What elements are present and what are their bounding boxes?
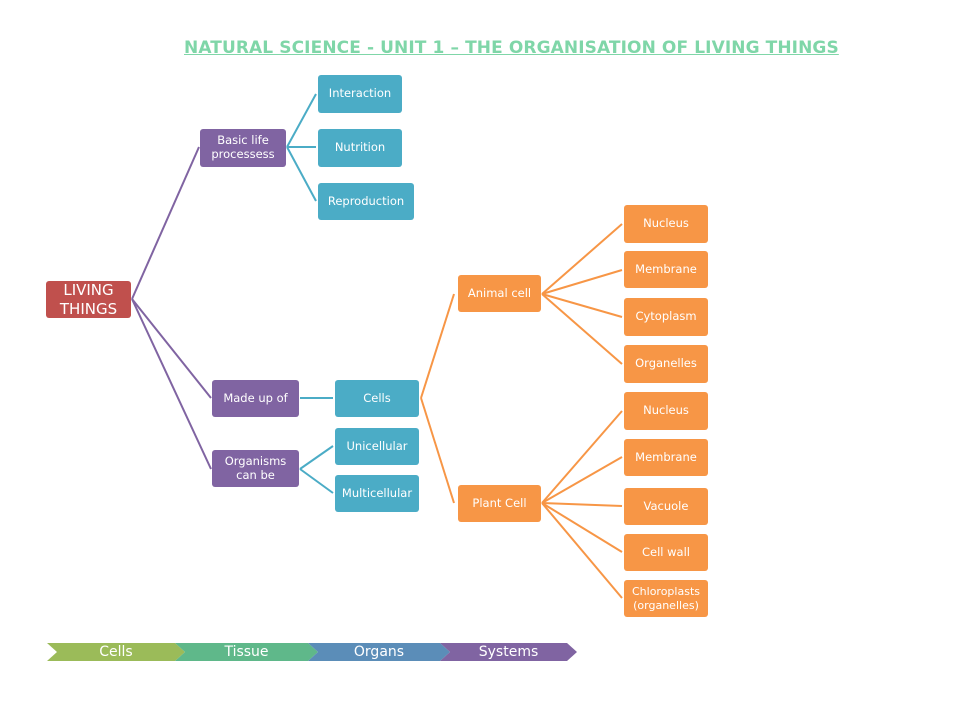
link-organisms-multicellular <box>299 468 334 494</box>
node-animal-nucleus: Nucleus <box>624 205 708 243</box>
node-label: Made up of <box>223 390 288 405</box>
node-living-things: LIVING THINGS <box>46 281 131 318</box>
node-plant-nucleus: Nucleus <box>624 392 708 430</box>
link-animal-nucleus <box>541 223 623 295</box>
link-plant-vacuole <box>541 502 623 507</box>
node-label: Vacuole <box>643 498 689 513</box>
node-plant-membrane: Membrane <box>624 439 708 476</box>
node-label: Organisms can be <box>224 453 287 482</box>
link-plant-nucleus <box>541 410 623 504</box>
link-organisms-unicellular <box>299 445 334 470</box>
node-animal-cytoplasm: Cytoplasm <box>624 298 708 336</box>
node-interaction: Interaction <box>318 75 402 113</box>
node-label: Membrane <box>635 261 697 276</box>
node-plant-cell-wall: Cell wall <box>624 534 708 571</box>
node-label: Interaction <box>328 86 392 101</box>
link-root-organisms <box>131 298 212 470</box>
node-label: Plant Cell <box>472 495 527 510</box>
link-basic-reproduction <box>286 146 317 202</box>
link-root-basic <box>131 146 200 300</box>
node-label: LIVING THINGS <box>59 281 118 318</box>
page-title: NATURAL SCIENCE - UNIT 1 – THE ORGANISAT… <box>184 38 839 58</box>
chevron-label: Cells <box>99 644 133 660</box>
link-cells-animal <box>420 293 455 399</box>
node-label: Unicellular <box>346 438 408 453</box>
node-label: Basic life processess <box>211 133 275 161</box>
chevron-cells: Cells <box>47 643 185 661</box>
node-plant-vacuole: Vacuole <box>624 488 708 525</box>
node-animal-cell: Animal cell <box>458 275 541 312</box>
node-label: Cytoplasm <box>635 309 697 324</box>
link-cells-plant <box>420 397 455 504</box>
node-label: Nucleus <box>643 216 689 231</box>
node-label: Chloroplasts (organelles) <box>631 585 700 612</box>
chevron-label: Tissue <box>224 644 269 660</box>
node-plant-cell: Plant Cell <box>458 485 541 522</box>
node-basic-life-processes: Basic life processess <box>200 129 286 167</box>
node-label: Cell wall <box>642 544 690 559</box>
node-reproduction: Reproduction <box>318 183 414 220</box>
link-animal-membrane <box>541 269 623 295</box>
link-root-madeupof <box>131 298 212 399</box>
node-label: Nucleus <box>643 403 689 418</box>
node-organisms-can-be: Organisms can be <box>212 450 299 487</box>
node-nutrition: Nutrition <box>318 129 402 167</box>
node-multicellular: Multicellular <box>335 475 419 512</box>
node-cells: Cells <box>335 380 419 417</box>
node-label: Nutrition <box>334 140 386 155</box>
link-basic-interaction <box>286 93 317 148</box>
node-unicellular: Unicellular <box>335 428 419 465</box>
node-label: Reproduction <box>327 193 405 208</box>
node-animal-membrane: Membrane <box>624 251 708 288</box>
node-label: Organelles <box>635 356 697 371</box>
node-label: Multicellular <box>341 485 413 500</box>
chevron-systems: Systems <box>440 643 577 661</box>
chevron-label: Systems <box>478 644 539 660</box>
link-animal-cytoplasm <box>541 293 623 318</box>
chevron-organs: Organs <box>308 643 450 661</box>
chevron-label: Organs <box>353 644 405 660</box>
link-plant-chloroplasts <box>541 502 623 599</box>
node-label: Membrane <box>635 449 697 464</box>
node-label: Animal cell <box>467 285 532 300</box>
chevron-tissue: Tissue <box>175 643 318 661</box>
node-animal-organelles: Organelles <box>624 345 708 383</box>
node-label: Cells <box>363 390 391 405</box>
node-made-up-of: Made up of <box>212 380 299 417</box>
link-plant-membrane <box>541 456 623 504</box>
link-plant-cellwall <box>541 502 623 553</box>
node-plant-chloroplasts: Chloroplasts (organelles) <box>624 580 708 617</box>
link-animal-organelles <box>541 293 623 365</box>
